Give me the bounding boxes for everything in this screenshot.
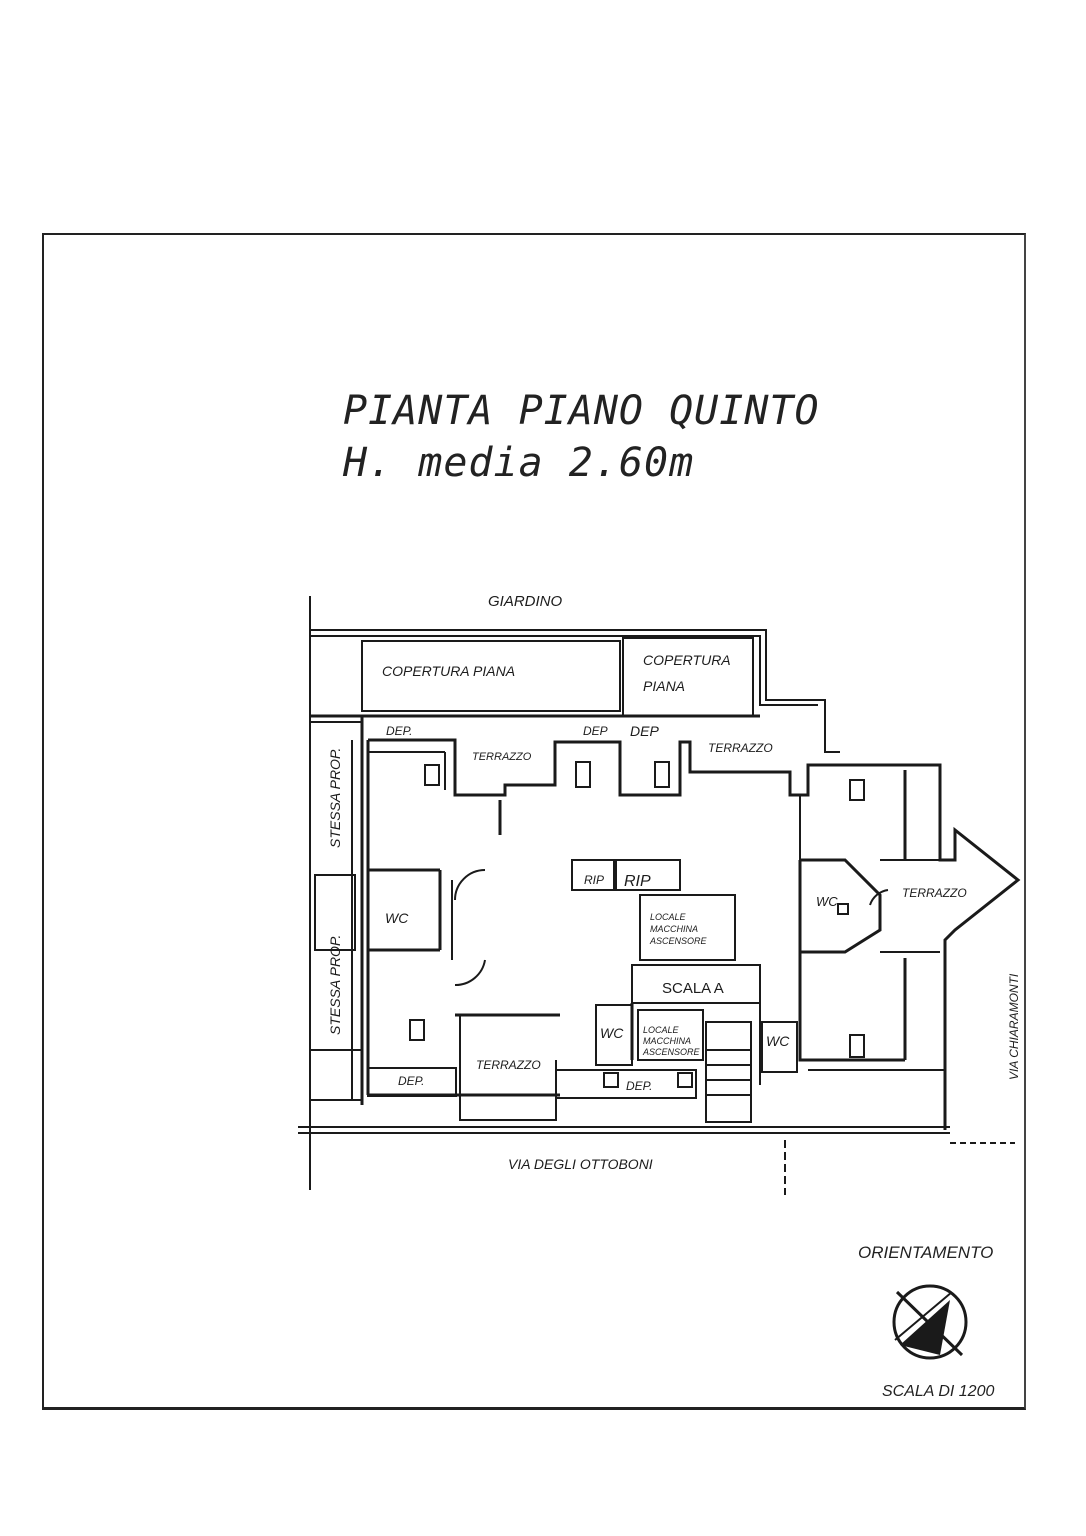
orientation-label: ORIENTAMENTO: [858, 1243, 994, 1262]
wc-center-label: WC: [600, 1025, 624, 1041]
svg-text:MACCHINA: MACCHINA: [650, 924, 698, 934]
wc-left-label: WC: [385, 910, 409, 926]
storage-bottom-mid-label: DEP.: [626, 1079, 652, 1093]
storage-bottom-left-label: DEP.: [398, 1074, 424, 1088]
storage-top-right-label: DEP: [630, 723, 659, 739]
title-floor: PIANTA PIANO QUINTO: [343, 388, 820, 434]
stair-label: SCALA A: [662, 980, 724, 997]
lift-machine-room-top: LOCALE MACCHINA ASCENSORE: [649, 912, 708, 946]
flat-roof-right-label-2: PIANA: [643, 678, 685, 694]
terrace-right-label: TERRAZZO: [902, 886, 967, 900]
scale-label: SCALA DI 1200: [882, 1383, 995, 1400]
terrace-bottom-label: TERRAZZO: [476, 1058, 541, 1072]
plan-title: PIANTA PIANO QUINTO H. media 2.60m: [343, 385, 820, 489]
same-owner-top-label: STESSA PROP.: [327, 748, 343, 848]
storeroom-2-label: RIP: [624, 873, 651, 890]
street-bottom-label: VIA DEGLI OTTOBONI: [508, 1156, 653, 1172]
storage-top-left-label: DEP.: [386, 724, 412, 738]
svg-text:LOCALE: LOCALE: [650, 912, 687, 922]
flat-roof-right-label-1: COPERTURA: [643, 652, 731, 668]
drawing-frame: [42, 233, 1026, 1410]
same-owner-bottom-label: STESSA PROP.: [327, 935, 343, 1035]
title-height: H. media 2.60m: [343, 440, 695, 486]
svg-text:LOCALE: LOCALE: [643, 1025, 680, 1035]
wc-stair-label: WC: [766, 1033, 790, 1049]
flat-roof-left-label: COPERTURA PIANA: [382, 663, 515, 679]
lift-machine-room-bottom: LOCALE MACCHINA ASCENSORE: [642, 1025, 701, 1057]
terrace-top-left-label: TERRAZZO: [472, 751, 532, 763]
garden-label: GIARDINO: [488, 593, 563, 610]
svg-text:ASCENSORE: ASCENSORE: [649, 936, 708, 946]
terrace-top-right-label: TERRAZZO: [708, 741, 773, 755]
svg-text:ASCENSORE: ASCENSORE: [642, 1047, 701, 1057]
street-right-label: VIA CHIARAMONTI: [1007, 973, 1021, 1080]
storage-top-mid-label: DEP: [583, 724, 608, 738]
wc-right-label: WC: [816, 894, 838, 909]
north-arrow-icon: [892, 1284, 968, 1360]
svg-text:MACCHINA: MACCHINA: [643, 1036, 691, 1046]
storeroom-1-label: RIP: [584, 873, 604, 887]
